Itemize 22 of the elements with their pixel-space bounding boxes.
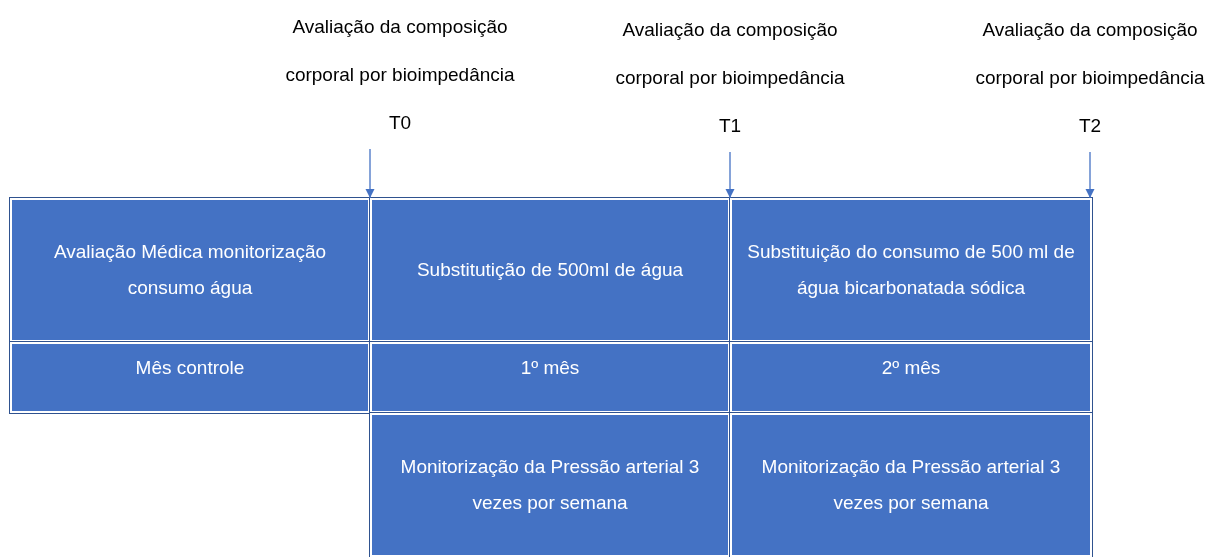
box-label: 2º mês (881, 356, 941, 380)
annotation-text: Avaliação da composição corporal por bioimpedância T1 (614, 18, 846, 138)
process-box (10, 342, 370, 413)
process-box (730, 413, 1092, 557)
box-label: Monitorização da Pressão arterial 3 vezes por semana (399, 454, 701, 515)
arrow (1085, 151, 1095, 199)
process-box (730, 342, 1092, 413)
box-label: Monitorização da Pressão arterial 3 vezes por semana (760, 454, 1062, 515)
process-box (370, 342, 730, 413)
box-label: Avaliação Médica monitorização consumo água (52, 239, 328, 300)
process-box (370, 198, 730, 342)
box-label: 1º mês (520, 356, 580, 380)
box-label: Mês controle (135, 356, 245, 380)
process-box (370, 413, 730, 557)
annotation-text: Avaliação da composição corporal por bioimpedância T0 (284, 15, 516, 135)
arrow (725, 151, 735, 199)
annotation-text: Avaliação da composição corporal por bioimpedância T2 (974, 18, 1206, 138)
process-box (730, 198, 1092, 342)
box-label: Substitutição de 500ml de água (416, 257, 684, 282)
process-box (10, 198, 370, 342)
arrow (365, 148, 375, 199)
box-label: Substituição do consumo de 500 ml de água bicarbonatada sódica (746, 239, 1076, 300)
